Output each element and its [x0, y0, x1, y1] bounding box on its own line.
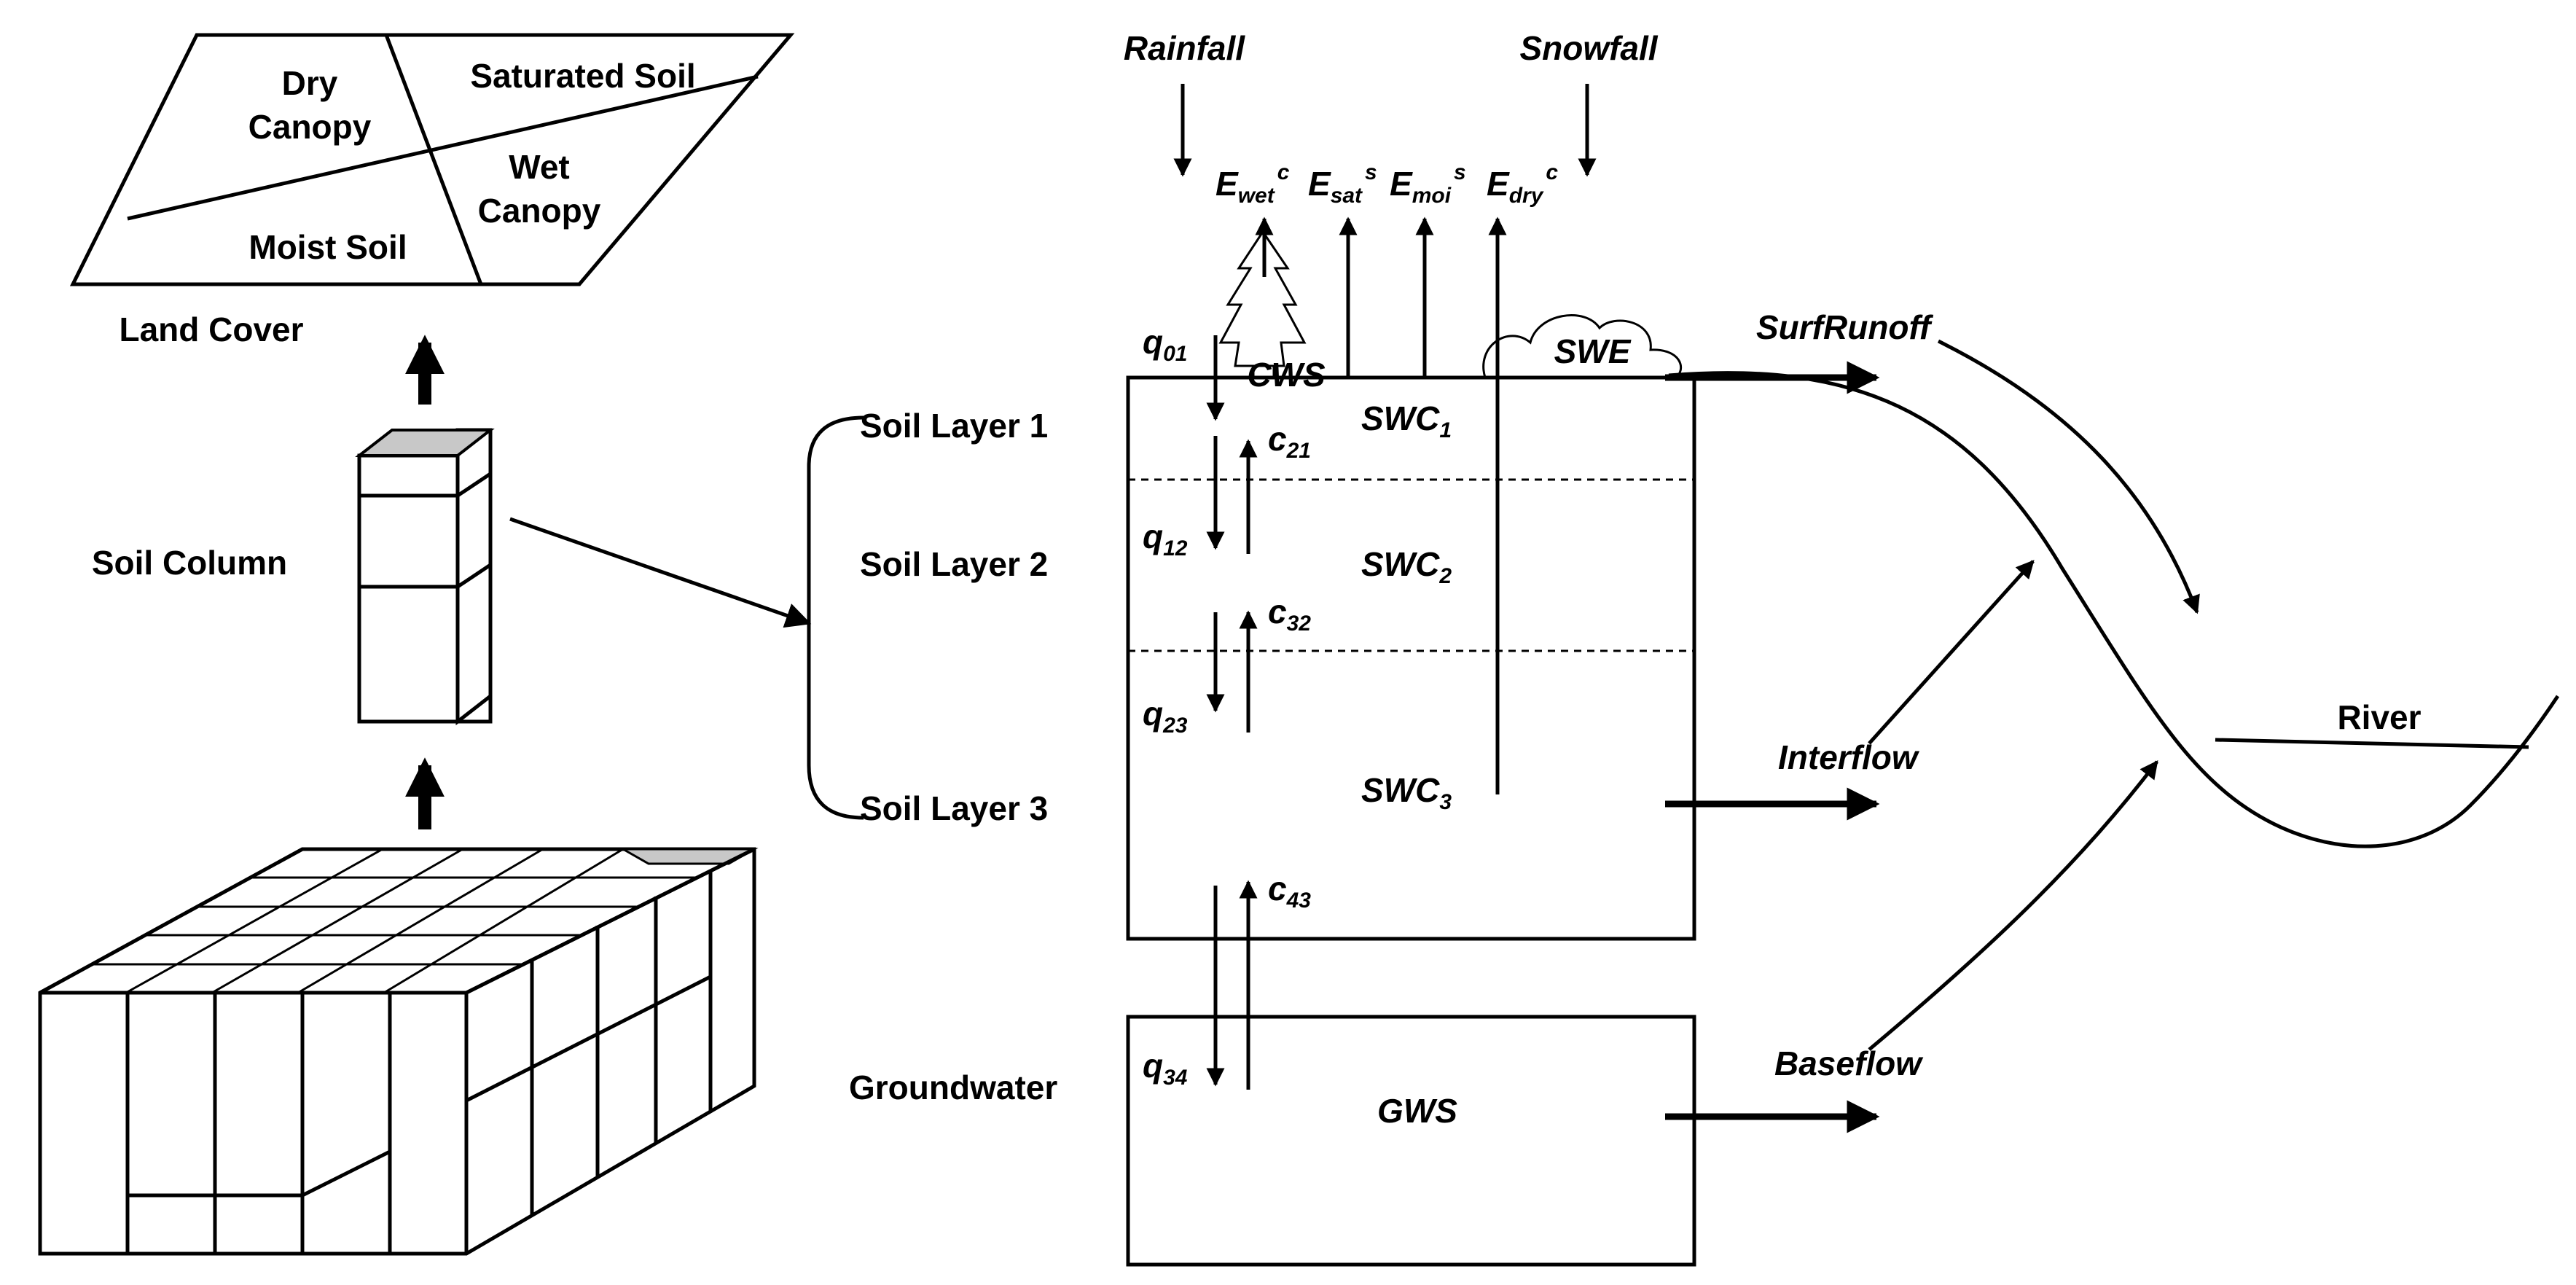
q34-label: q34	[1143, 1047, 1188, 1090]
e-sat-label: Esats	[1308, 160, 1377, 208]
wet-canopy-label-2: Canopy	[478, 192, 601, 230]
soil-layer-3-label: Soil Layer 3	[860, 789, 1048, 827]
land-cover-panel: Dry Canopy Saturated Soil Wet Canopy Moi…	[69, 33, 795, 286]
land-cover-title: Land Cover	[119, 310, 303, 348]
rainfall-label: Rainfall	[1124, 29, 1245, 67]
column-to-layers-arrow	[509, 517, 812, 628]
river-bank	[1668, 371, 2560, 848]
c43-label: c43	[1268, 870, 1311, 913]
river-surface	[2215, 738, 2529, 749]
surf-runoff-label: SurfRunoff	[1756, 308, 1934, 346]
moist-soil-label: Moist Soil	[248, 228, 407, 266]
snow-icon	[1482, 314, 1683, 379]
river-label: River	[2337, 698, 2421, 736]
soil-layer-2-label: Soil Layer 2	[860, 545, 1048, 583]
swe-label: SWE	[1554, 332, 1632, 370]
q01-label: q01	[1143, 323, 1187, 366]
baseflow-label: Baseflow	[1774, 1044, 1924, 1082]
q12-label: q12	[1143, 517, 1188, 561]
soil-column-block	[355, 428, 495, 726]
soil-layer-1-label: Soil Layer 1	[860, 407, 1048, 445]
soil-box	[1126, 375, 1696, 941]
e-wet-label: Ewetc	[1215, 160, 1290, 208]
snowfall-label: Snowfall	[1519, 29, 1658, 67]
layer-brace	[807, 415, 864, 820]
surf-runoff-to-river-arrow	[1937, 339, 2200, 614]
interflow-to-river-arrow	[1868, 560, 2035, 745]
soil-column-title: Soil Column	[92, 544, 287, 582]
tree-icon	[1218, 230, 1307, 379]
grid-block	[38, 847, 759, 1256]
groundwater-box	[1126, 1015, 1696, 1267]
interflow-label: Interflow	[1778, 738, 1920, 776]
cws-label: CWS	[1247, 356, 1326, 394]
dry-canopy-label-1: Dry	[282, 64, 338, 102]
groundwater-label: Groundwater	[849, 1069, 1057, 1106]
e-dry-label: Edryc	[1487, 160, 1558, 208]
baseflow-to-river-arrow	[1868, 760, 2158, 1051]
swc1-label: SWC1	[1361, 399, 1452, 442]
swc3-label: SWC3	[1361, 771, 1452, 814]
saturated-soil-label: Saturated Soil	[470, 57, 695, 95]
c32-label: c32	[1268, 593, 1311, 636]
c21-label: c21	[1268, 420, 1311, 463]
q23-label: q23	[1143, 695, 1188, 738]
e-moi-label: Emois	[1390, 160, 1466, 208]
swc2-label: SWC2	[1361, 545, 1452, 588]
gws-label: GWS	[1377, 1092, 1457, 1130]
wet-canopy-label-1: Wet	[509, 148, 570, 186]
dry-canopy-label-2: Canopy	[248, 108, 372, 146]
